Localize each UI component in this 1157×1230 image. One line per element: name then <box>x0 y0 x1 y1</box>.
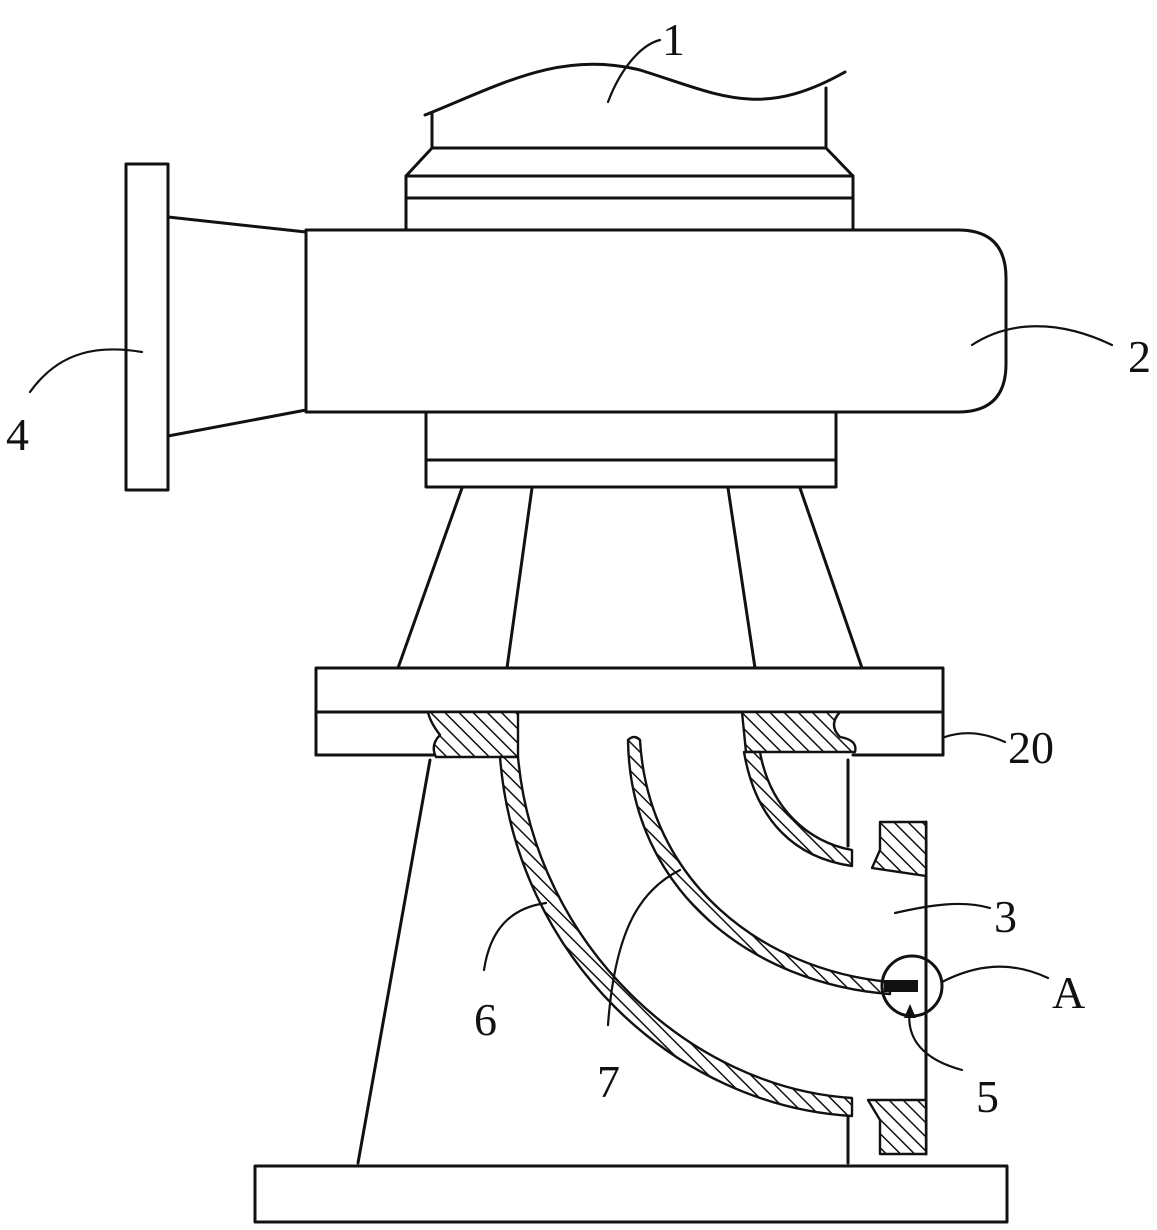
label-7: 7 <box>597 1056 620 1107</box>
fastener-5 <box>880 954 944 1018</box>
flange-plate-20 <box>314 666 945 757</box>
label-2: 2 <box>1128 331 1151 382</box>
elbow-outer-wall-6 <box>498 755 854 1118</box>
leader-lines <box>28 38 1114 1072</box>
label-a: A <box>1052 967 1085 1018</box>
outlet-flange-4 <box>124 162 308 492</box>
support-stand <box>396 486 864 670</box>
guide-vane-7 <box>626 735 892 996</box>
pedestal <box>253 758 1009 1224</box>
pump-body-2 <box>304 228 1008 489</box>
label-1: 1 <box>662 14 685 65</box>
motor-part-1 <box>404 62 855 232</box>
left-flange-section <box>426 710 520 759</box>
label-4: 4 <box>6 409 29 460</box>
right-flange-section <box>740 710 857 754</box>
elbow-inner-wall <box>742 750 854 868</box>
label-6: 6 <box>474 994 497 1045</box>
label-3: 3 <box>994 891 1017 942</box>
outlet-flange-3 <box>866 820 928 1156</box>
label-20: 20 <box>1008 722 1054 773</box>
label-5: 5 <box>976 1071 999 1122</box>
